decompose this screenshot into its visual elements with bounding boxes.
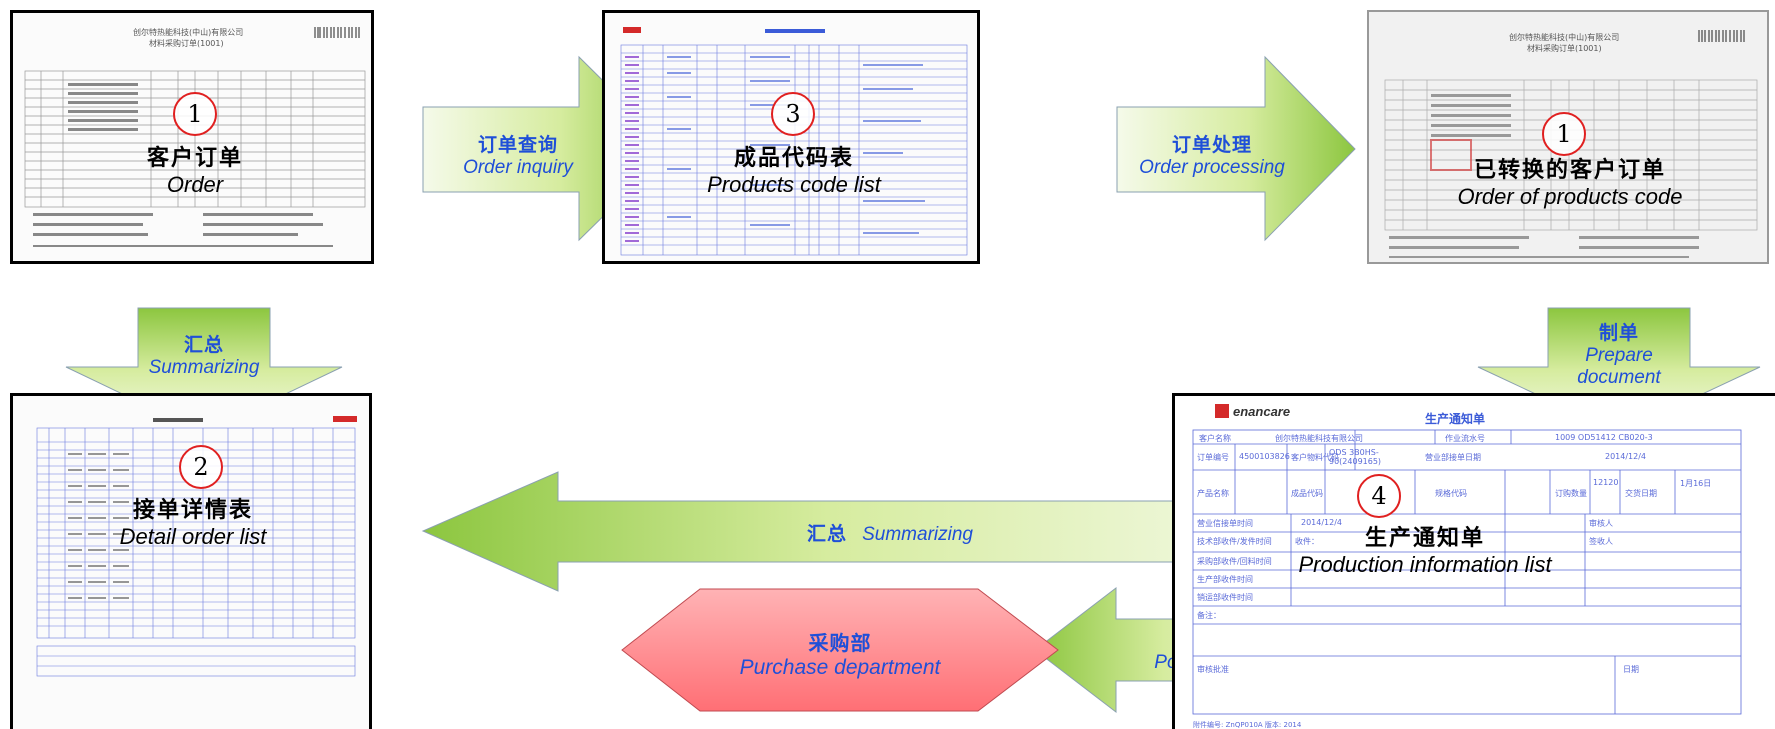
code-list-number-badge: 3 — [771, 92, 815, 136]
prod-receiver-label: 签收人 — [1589, 537, 1613, 546]
prod-date: 2014/12/4 — [1605, 452, 1647, 461]
converted-order-document: 创尔特热能科技(中山)有限公司 材料采购订单(1001) 1 已转换的客户订单 … — [1367, 10, 1769, 264]
prod-issue-time-label: 营业信接单时间 — [1197, 519, 1253, 528]
prod-delivery-label: 交货日期 — [1625, 489, 1657, 498]
prod-product-code-label: 成品代码 — [1291, 489, 1323, 498]
order-processing-en: Order processing — [1139, 157, 1285, 178]
prepare-document-cn: 制单 — [1598, 322, 1639, 344]
production-caption: 生产通知单 Production information list — [1255, 520, 1595, 578]
production-title: 生产通知单 — [1425, 412, 1486, 426]
summarizing-left-en: Summarizing — [862, 524, 973, 545]
order-company: 创尔特热能科技(中山)有限公司 — [133, 28, 244, 37]
prod-day-label: 日期 — [1623, 665, 1639, 674]
production-en: Production information list — [1298, 552, 1552, 577]
prod-remark-label: 备注： — [1197, 611, 1221, 620]
prepare-document-label: 制单 Prepare document — [1519, 318, 1719, 389]
prod-tech-label: 技术部收件/发件时间 — [1197, 537, 1272, 546]
order-processing-arrow — [1116, 55, 1356, 242]
prod-prod-label: 生产部收件时间 — [1197, 575, 1253, 584]
detail-en: Detail order list — [119, 524, 267, 549]
order-processing-label: 订单处理 Order processing — [1117, 130, 1307, 179]
production-brand: enancare — [1233, 404, 1291, 419]
order-inquiry-cn: 订单查询 — [477, 134, 558, 156]
prod-spec-label: 规格代码 — [1435, 489, 1467, 498]
converted-caption: 已转换的客户订单 Order of products code — [1395, 152, 1745, 210]
prod-order-no-label: 订单编号 — [1197, 453, 1229, 462]
order-sheet-graphic — [24, 27, 366, 247]
prod-delivery: 1月16日 — [1680, 479, 1712, 488]
summarizing-down-en: Summarizing — [148, 357, 260, 378]
converted-company: 创尔特热能科技(中山)有限公司 — [1509, 33, 1620, 42]
order-inquiry-label: 订单查询 Order inquiry — [423, 130, 613, 179]
production-sheet-graphic — [1192, 404, 1742, 715]
prod-order-no: 4500103826 — [1239, 452, 1290, 461]
prod-customer-name: 创尔特热能科技有限公司 — [1275, 434, 1363, 443]
prepare-document-en-1: Prepare — [1585, 345, 1653, 366]
production-cn: 生产通知单 — [1364, 526, 1485, 551]
prod-customer-name-label: 客户名称 — [1199, 434, 1231, 443]
order-number-badge: 1 — [173, 92, 217, 136]
prod-qty-label: 订购数量 — [1555, 489, 1587, 498]
order-subtitle: 材料采购订单(1001) — [149, 39, 224, 48]
products-code-list-document: 3 成品代码表 Products code list — [602, 10, 980, 264]
prepare-document-en-2: document — [1577, 367, 1661, 388]
code-list-caption: 成品代码表 Products code list — [684, 140, 904, 198]
prod-serial-label: 作业流水号 — [1445, 434, 1485, 443]
prod-issue-time: 2014/12/4 — [1301, 518, 1343, 527]
prod-serial: 1009 OD51412 CB020-3 — [1555, 433, 1653, 442]
detail-number-badge: 2 — [179, 445, 223, 489]
purchase-department-en: Purchase department — [739, 656, 941, 679]
detail-caption: 接单详情表 Detail order list — [93, 492, 293, 550]
code-list-cn: 成品代码表 — [733, 146, 854, 171]
prod-product-name-label: 产品名称 — [1197, 489, 1229, 498]
prod-receive-label: 收件： — [1295, 537, 1319, 546]
production-notice-document: enancare 生产通知单 客户名称 创尔特热能科技有限公司 作业流水号 10… — [1172, 393, 1775, 729]
summarizing-left-cn: 汇总 — [807, 523, 848, 545]
converted-number-badge: 1 — [1542, 112, 1586, 156]
customer-order-document: 创尔特热能科技(中山)有限公司 材料采购订单(1001) 1 客户订单 Orde… — [10, 10, 374, 264]
prod-sales-label: 销运部收件时间 — [1197, 593, 1253, 602]
converted-en: Order of products code — [1457, 184, 1683, 209]
production-number-badge: 4 — [1357, 474, 1401, 518]
purchase-department-hexagon — [621, 588, 1059, 712]
prod-material-label: 客户物料代码 — [1291, 453, 1339, 462]
prod-purchase-label: 采购部收件/回料时间 — [1197, 557, 1272, 566]
summarizing-down-label: 汇总 Summarizing — [104, 330, 304, 379]
order-processing-cn: 订单处理 — [1171, 134, 1252, 156]
purchase-department-label: 采购部 Purchase department — [680, 627, 1000, 680]
order-inquiry-en: Order inquiry — [463, 157, 573, 178]
order-caption: 客户订单 Order — [95, 140, 295, 198]
order-cn: 客户订单 — [146, 146, 243, 171]
prod-material: ODS 3B0HS-90(2409165) — [1329, 448, 1382, 466]
detail-order-list-document: 2 接单详情表 Detail order list — [10, 393, 372, 729]
summarizing-left-label: 汇总 Summarizing — [740, 519, 1040, 546]
code-list-sheet-graphic — [620, 27, 968, 256]
converted-cn: 已转换的客户订单 — [1473, 158, 1666, 183]
converted-subtitle: 材料采购订单(1001) — [1527, 44, 1602, 53]
prod-date-label: 营业部接单日期 — [1425, 453, 1481, 462]
code-list-en: Products code list — [707, 172, 881, 197]
prod-footer: 附件编号: ZnQP010A 版本: 2014 — [1193, 721, 1302, 729]
summarizing-down-cn: 汇总 — [183, 334, 224, 356]
prod-reviewer-label: 审核人 — [1589, 519, 1613, 528]
prod-qty: 12120 — [1593, 478, 1619, 487]
purchase-department-cn: 采购部 — [808, 631, 872, 655]
order-en: Order — [166, 172, 224, 197]
detail-cn: 接单详情表 — [132, 498, 253, 523]
prod-approve-label: 审核批准 — [1197, 665, 1229, 674]
